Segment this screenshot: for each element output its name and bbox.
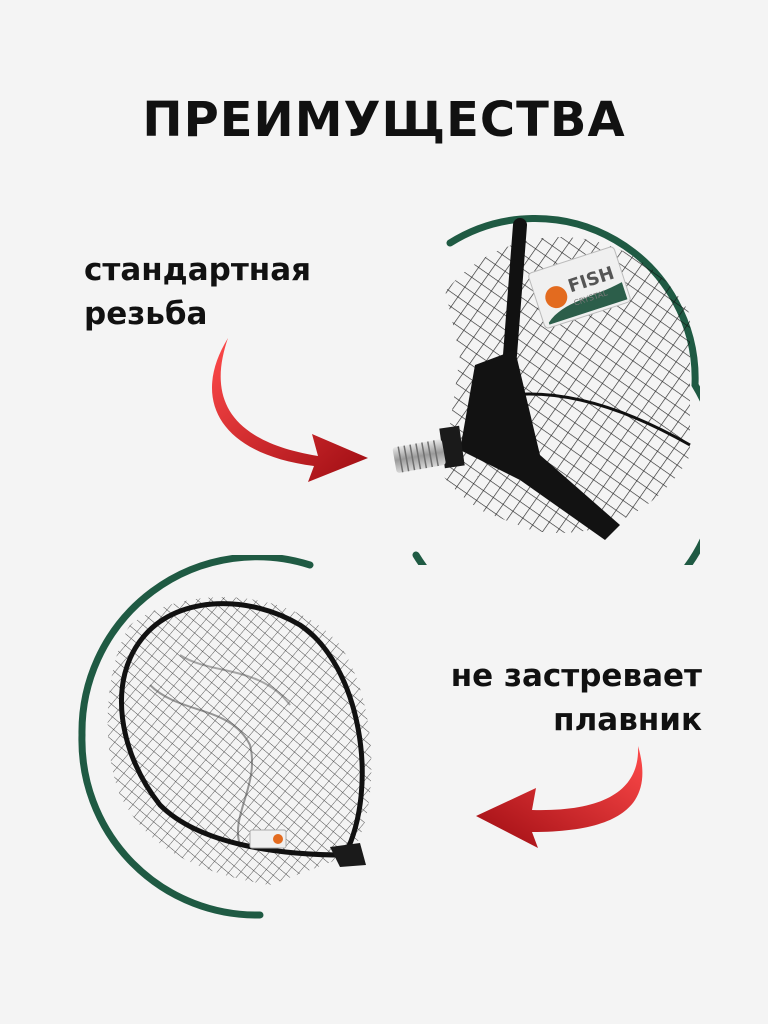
page-title: ПРЕИМУЩЕСТВА — [142, 92, 626, 148]
red-arrow-right-icon — [211, 338, 368, 482]
feature-thread-caption: стандартная резьба — [84, 248, 311, 336]
thread-connector-image: FISH CRYSTAL — [390, 205, 723, 637]
feature-thread-line-1: стандартная — [84, 252, 312, 288]
feature-fin-line-1: не застревает — [450, 658, 702, 694]
feature-fin-line-2: плавник — [553, 702, 702, 738]
red-arrow-left-icon — [476, 746, 643, 848]
feature-fin-caption: не застревает плавник — [451, 654, 702, 742]
feature-thread-line-2: резьба — [84, 296, 208, 332]
landing-net-image — [60, 553, 390, 935]
